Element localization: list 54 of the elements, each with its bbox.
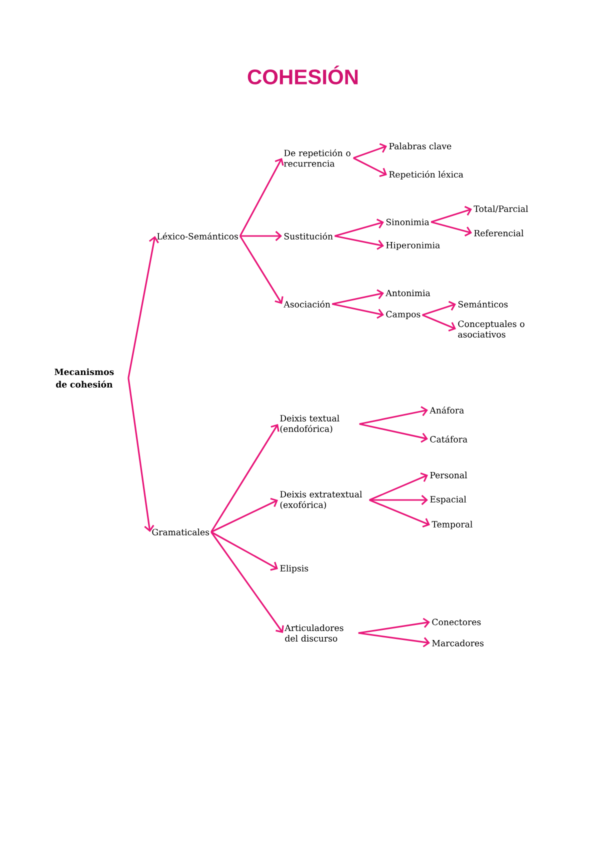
node-label: Conectores — [432, 618, 481, 626]
arrow — [430, 206, 472, 223]
arrow — [359, 406, 428, 425]
node-label: Repetición léxica — [389, 170, 464, 180]
arrow — [422, 300, 456, 316]
node-label: Campos — [386, 310, 420, 320]
arrow — [369, 494, 428, 506]
node-label: Marcadores — [432, 640, 484, 646]
node-label: Semánticos — [458, 300, 508, 308]
arrow — [239, 158, 284, 236]
arrow — [369, 499, 430, 528]
node-label: Antonimia — [386, 290, 430, 296]
node-label: Espacial — [430, 496, 466, 504]
arrow — [359, 423, 428, 443]
title: COHESIÓN — [248, 66, 358, 84]
node-label: Gramaticales — [152, 528, 210, 536]
node-label: Personal — [430, 472, 468, 478]
arrow — [210, 531, 278, 571]
node-label: Elipsis — [280, 564, 308, 574]
arrow — [353, 157, 387, 177]
node-label: Sustitución — [284, 232, 333, 240]
node-label: Conceptuales o asociativos — [458, 320, 524, 338]
node-label: Deixis textual (endofórica) — [280, 414, 340, 434]
arrow — [332, 289, 384, 305]
arrow — [358, 632, 430, 648]
node-label: Palabras clave — [389, 142, 452, 150]
arrow — [353, 143, 387, 159]
arrow — [430, 221, 472, 236]
node-label: Referencial — [474, 230, 524, 236]
node-label: Total/Parcial — [474, 205, 528, 213]
node-label: Mecanismos de cohesión — [54, 368, 114, 388]
node-label: Catáfora — [430, 436, 468, 442]
arrow — [358, 618, 430, 634]
node-label: Articuladores del discurso — [284, 624, 344, 642]
arrow — [422, 314, 456, 332]
node-label: Hiperonimia — [386, 242, 440, 250]
arrow — [128, 378, 154, 532]
node-label: Asociación — [284, 300, 330, 308]
node-label: Deixis extratextual (exofórica) — [280, 490, 362, 510]
node-label: Temporal — [432, 520, 472, 530]
node-label: Anáfora — [430, 406, 464, 414]
arrow — [239, 236, 284, 304]
arrow — [334, 218, 384, 237]
node-label: De repetición o recurrencia — [284, 149, 350, 167]
arrow — [210, 532, 284, 633]
arrow — [240, 230, 282, 242]
arrow — [332, 303, 384, 319]
arrow — [128, 236, 159, 378]
node-label: Léxico-Semánticos — [157, 232, 238, 240]
arrow — [369, 472, 428, 501]
arrow — [334, 235, 384, 250]
node-label: Sinonimia — [386, 218, 430, 226]
arrow — [210, 424, 280, 532]
arrow — [210, 498, 278, 533]
